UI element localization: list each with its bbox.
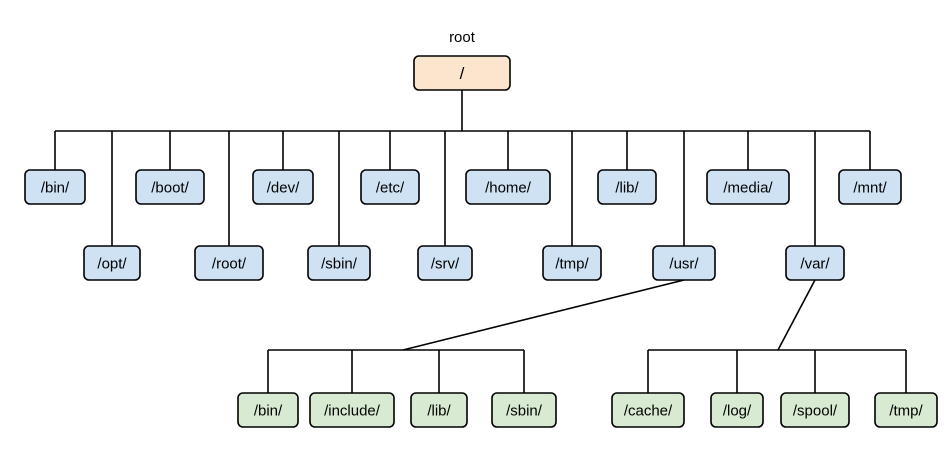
dir-node-var-cache-label: /cache/ (624, 402, 673, 419)
var-to-children-edge (777, 279, 816, 351)
dir-node-home[interactable]: /home/ (465, 169, 551, 205)
dir-node-var-cache-box (611, 392, 685, 428)
dir-node-usr-lib[interactable]: /lib/ (410, 392, 468, 428)
dir-node-home-label: /home/ (485, 179, 532, 196)
dir-node-media[interactable]: /media/ (706, 169, 790, 205)
dir-node-srv[interactable]: /srv/ (417, 245, 473, 281)
dir-node-usr-bin-box (237, 392, 299, 428)
dir-node-var-cache[interactable]: /cache/ (611, 392, 685, 428)
dir-node-boot[interactable]: /boot/ (135, 169, 205, 205)
usr-to-children-edge (402, 279, 685, 351)
dir-node-dev-box (252, 169, 314, 205)
dir-node-boot-label: /boot/ (151, 179, 189, 196)
dir-node-var-spool[interactable]: /spool/ (780, 392, 850, 428)
dir-node-home-box (465, 169, 551, 205)
dir-node-var-box (785, 245, 845, 281)
dir-node-usr-bin[interactable]: /bin/ (237, 392, 299, 428)
dir-node-srv-label: /srv/ (431, 255, 460, 272)
dir-node-usr-box (652, 245, 716, 281)
dir-node-var-log-label: /log/ (723, 402, 752, 419)
dir-node-tmp[interactable]: /tmp/ (542, 245, 602, 281)
dir-node-usr-bin-label: /bin/ (254, 402, 283, 419)
dir-node-var[interactable]: /var/ (785, 245, 845, 281)
dir-node-lib-label: /lib/ (615, 179, 639, 196)
dir-node-bin-box (24, 169, 86, 205)
dir-node-mnt-label: /mnt/ (853, 179, 887, 196)
dir-node-var-log[interactable]: /log/ (710, 392, 764, 428)
dir-node-mnt[interactable]: /mnt/ (838, 169, 902, 205)
root-node[interactable]: / (413, 55, 511, 91)
dir-node-lib-box (597, 169, 657, 205)
dir-node-mnt-box (838, 169, 902, 205)
dir-node-usr-lib-label: /lib/ (427, 402, 451, 419)
root-node-box (413, 55, 511, 91)
dir-node-usr-label: /usr/ (669, 255, 699, 272)
dir-node-dev[interactable]: /dev/ (252, 169, 314, 205)
dir-node-dev-label: /dev/ (267, 179, 300, 196)
dir-node-usr-sbin-box (491, 392, 557, 428)
dir-node-opt[interactable]: /opt/ (83, 245, 141, 281)
dir-node-usr-include[interactable]: /include/ (309, 392, 395, 428)
dir-node-etc-label: /etc/ (376, 179, 405, 196)
dir-node-usr-lib-box (410, 392, 468, 428)
dir-node-lib[interactable]: /lib/ (597, 169, 657, 205)
dir-node-var-tmp[interactable]: /tmp/ (874, 392, 938, 428)
dir-node-sbin[interactable]: /sbin/ (307, 245, 371, 281)
dir-node-usr-include-label: /include/ (324, 402, 381, 419)
dir-node-root-box (194, 245, 264, 281)
dir-node-var-label: /var/ (800, 255, 830, 272)
dir-node-bin-label: /bin/ (41, 179, 70, 196)
dir-node-sbin-label: /sbin/ (321, 255, 358, 272)
dir-node-var-spool-label: /spool/ (793, 402, 838, 419)
dir-node-var-spool-box (780, 392, 850, 428)
dir-node-bin[interactable]: /bin/ (24, 169, 86, 205)
dir-node-opt-label: /opt/ (97, 255, 127, 272)
dir-node-root[interactable]: /root/ (194, 245, 264, 281)
dir-node-boot-box (135, 169, 205, 205)
tree-edges (54, 90, 907, 393)
dir-node-opt-box (83, 245, 141, 281)
dir-node-var-log-box (710, 392, 764, 428)
root-node-label: / (460, 64, 465, 83)
dir-node-sbin-box (307, 245, 371, 281)
dir-node-tmp-label: /tmp/ (555, 255, 589, 272)
dir-node-media-label: /media/ (723, 179, 773, 196)
dir-node-var-tmp-box (874, 392, 938, 428)
tree-nodes: / /bin/ /boot/ /dev/ /etc/ /home/ /lib/ /media/… (24, 55, 938, 428)
dir-node-etc-box (360, 169, 420, 205)
root-caption: root (449, 29, 476, 46)
dir-node-var-tmp-label: /tmp/ (889, 402, 923, 419)
dir-node-media-box (706, 169, 790, 205)
dir-node-srv-box (417, 245, 473, 281)
dir-node-usr[interactable]: /usr/ (652, 245, 716, 281)
dir-node-tmp-box (542, 245, 602, 281)
dir-node-usr-sbin[interactable]: /sbin/ (491, 392, 557, 428)
dir-node-usr-sbin-label: /sbin/ (506, 402, 543, 419)
dir-node-etc[interactable]: /etc/ (360, 169, 420, 205)
dir-node-root-label: /root/ (212, 255, 247, 272)
dir-node-usr-include-box (309, 392, 395, 428)
